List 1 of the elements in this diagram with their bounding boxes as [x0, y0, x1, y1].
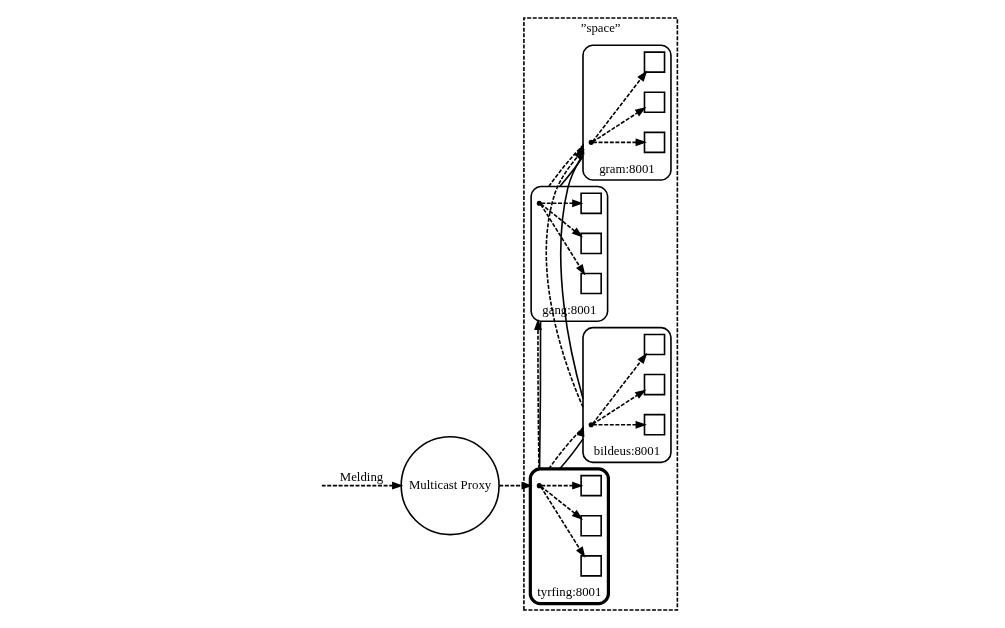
- edge-label: Melding: [339, 470, 384, 485]
